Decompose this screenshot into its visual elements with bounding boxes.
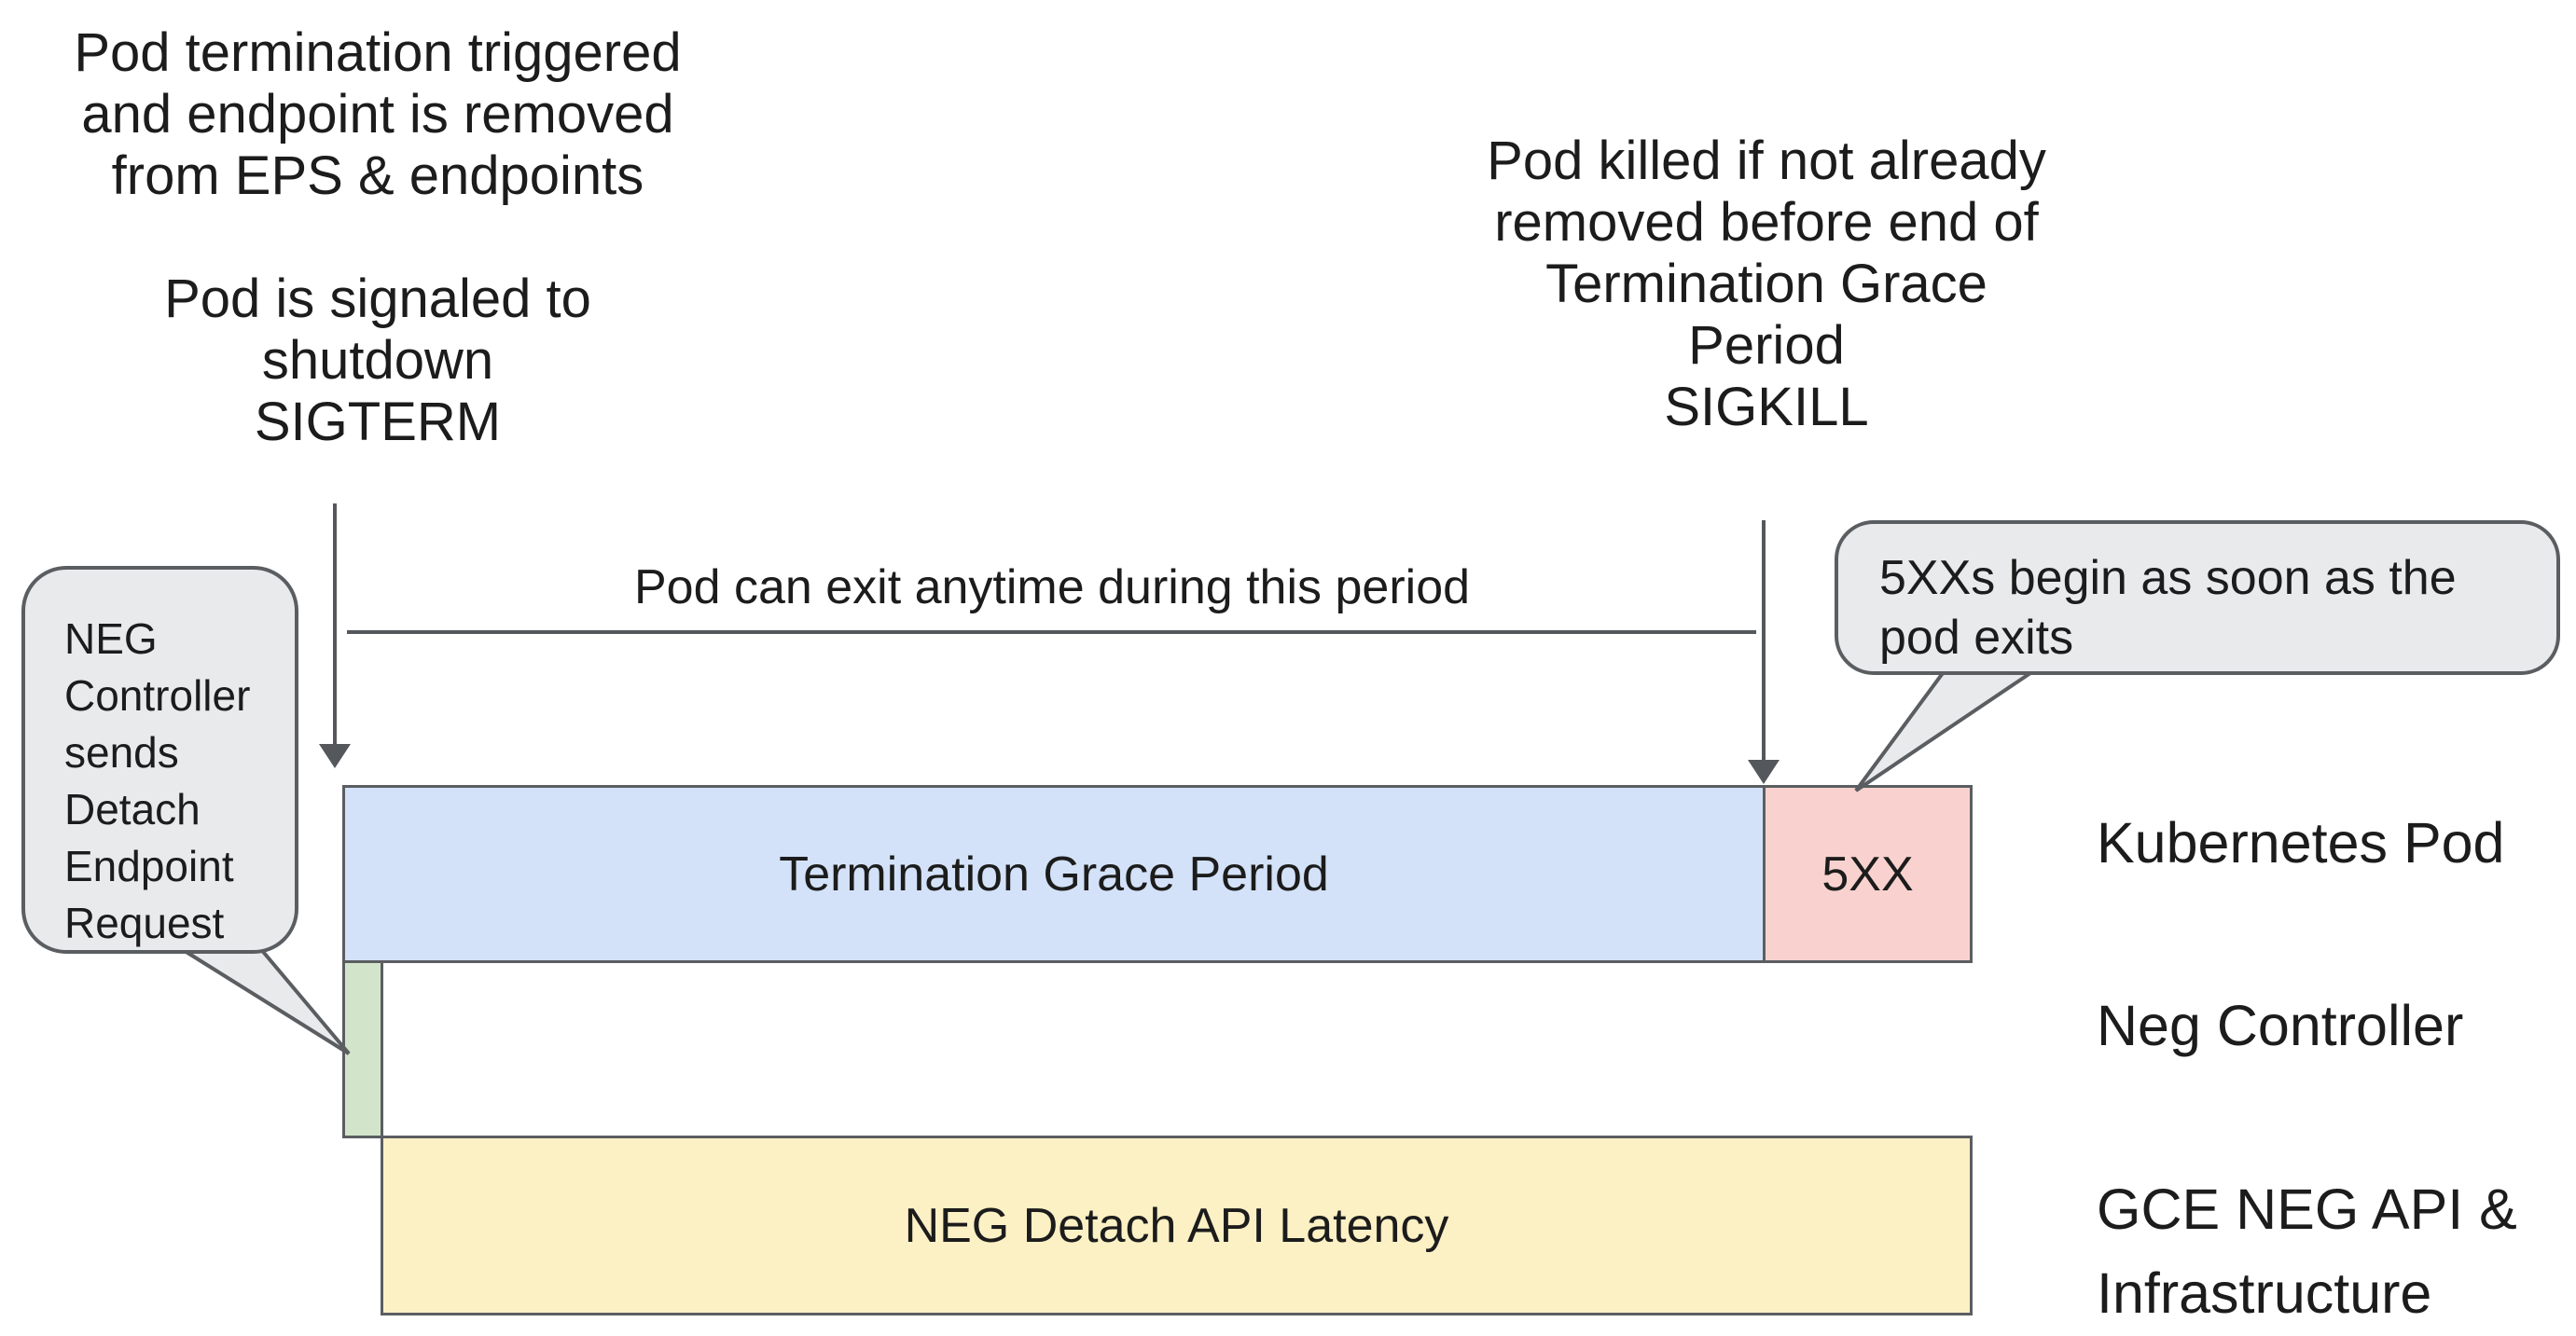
termination-grace-period-bar: Termination Grace Period — [342, 785, 1766, 963]
callout-line: 5XXs begin as soon as the — [1879, 551, 2457, 605]
note-line: from EPS & endpoints — [111, 145, 644, 206]
sigterm-arrow-line — [333, 503, 337, 746]
five-xx-bar: 5XX — [1763, 785, 1973, 963]
note-pod-termination: Pod termination triggered and endpoint i… — [51, 22, 704, 453]
note-line: Pod killed if not already — [1487, 131, 2046, 191]
neg-detach-api-latency-label: NEG Detach API Latency — [904, 1198, 1449, 1253]
note-line: SIGTERM — [254, 392, 502, 452]
row-label-line: GCE NEG API & — [2097, 1178, 2517, 1241]
neg-controller-callout-tail — [178, 944, 351, 1055]
note-line: Pod termination triggered — [74, 22, 682, 83]
callout-line: NEG — [64, 614, 158, 663]
note-line: and endpoint is removed — [81, 84, 674, 145]
row-label-kubernetes-pod: Kubernetes Pod — [2097, 811, 2505, 875]
row-label-neg-controller: Neg Controller — [2097, 994, 2464, 1057]
callout-line: Detach — [64, 785, 201, 833]
five-xx-callout-tail — [1854, 671, 2037, 792]
five-xx-label: 5XX — [1821, 847, 1914, 902]
sigterm-arrowhead-icon — [319, 744, 351, 768]
note-line: Termination Grace Period — [1545, 254, 1987, 376]
period-line — [347, 630, 1756, 634]
note-line: Pod is signaled to shutdown — [164, 269, 591, 391]
note-pod-killed: Pod killed if not already removed before… — [1481, 131, 2052, 438]
row-label-line: Infrastructure — [2097, 1261, 2432, 1325]
note-line: removed before end of — [1494, 192, 2039, 253]
neg-detach-api-latency-bar: NEG Detach API Latency — [381, 1136, 1973, 1315]
five-xx-callout: 5XXs begin as soon as the pod exits — [1835, 520, 2560, 675]
five-xx-callout-text: 5XXs begin as soon as the pod exits — [1838, 524, 2556, 668]
termination-grace-period-label: Termination Grace Period — [779, 847, 1329, 902]
callout-line: sends — [64, 728, 179, 777]
callout-line: Controller — [64, 671, 251, 720]
callout-line: Request — [64, 899, 225, 947]
sigkill-arrow-line — [1762, 520, 1766, 761]
row-label-gce-neg-api: GCE NEG API & Infrastructure — [2097, 1167, 2517, 1335]
neg-controller-callout: NEG Controller sends Detach Endpoint Req… — [21, 566, 298, 954]
callout-line: pod exits — [1879, 611, 2074, 665]
sigkill-arrowhead-icon — [1748, 760, 1780, 784]
note-period: Pod can exit anytime during this period — [633, 560, 1471, 614]
callout-line: Endpoint — [64, 842, 234, 890]
neg-controller-callout-text: NEG Controller sends Detach Endpoint Req… — [25, 570, 295, 952]
note-line: SIGKILL — [1664, 377, 1869, 437]
